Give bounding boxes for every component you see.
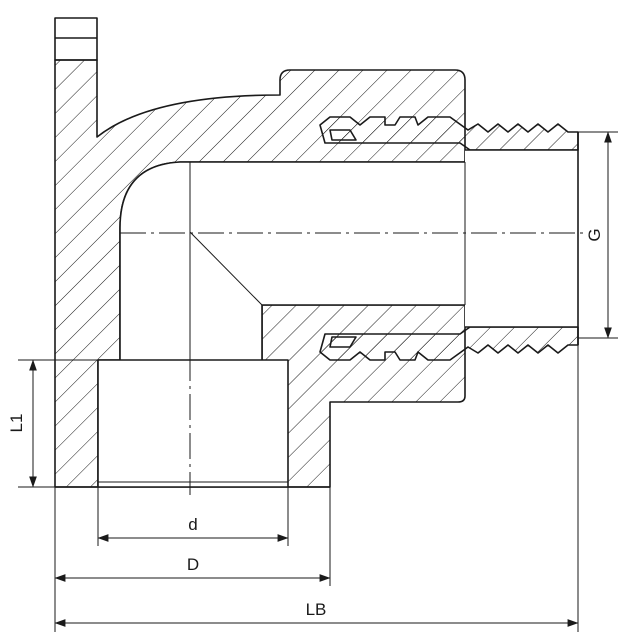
dimension-label-g: G [585, 228, 604, 241]
threaded-insert-bottom [319, 326, 579, 361]
dimension-d-outer: D [54, 402, 331, 632]
dimension-label-lb: LB [306, 600, 327, 619]
dimension-l1: L1 [7, 359, 98, 488]
dimension-label-d-inner: d [188, 515, 197, 534]
dimension-g: G [578, 131, 618, 339]
dimension-label-d-outer: D [187, 555, 199, 574]
dimension-d-inner: d [97, 487, 289, 546]
socket-opening [55, 359, 330, 488]
dimension-label-l1: L1 [7, 414, 26, 433]
flange-tab [54, 17, 98, 61]
center-lines [120, 232, 585, 495]
threaded-pipe-end [464, 132, 579, 345]
bore-cavity [119, 161, 465, 360]
dimension-lb: LB [54, 345, 579, 632]
threaded-insert-top [319, 116, 579, 151]
